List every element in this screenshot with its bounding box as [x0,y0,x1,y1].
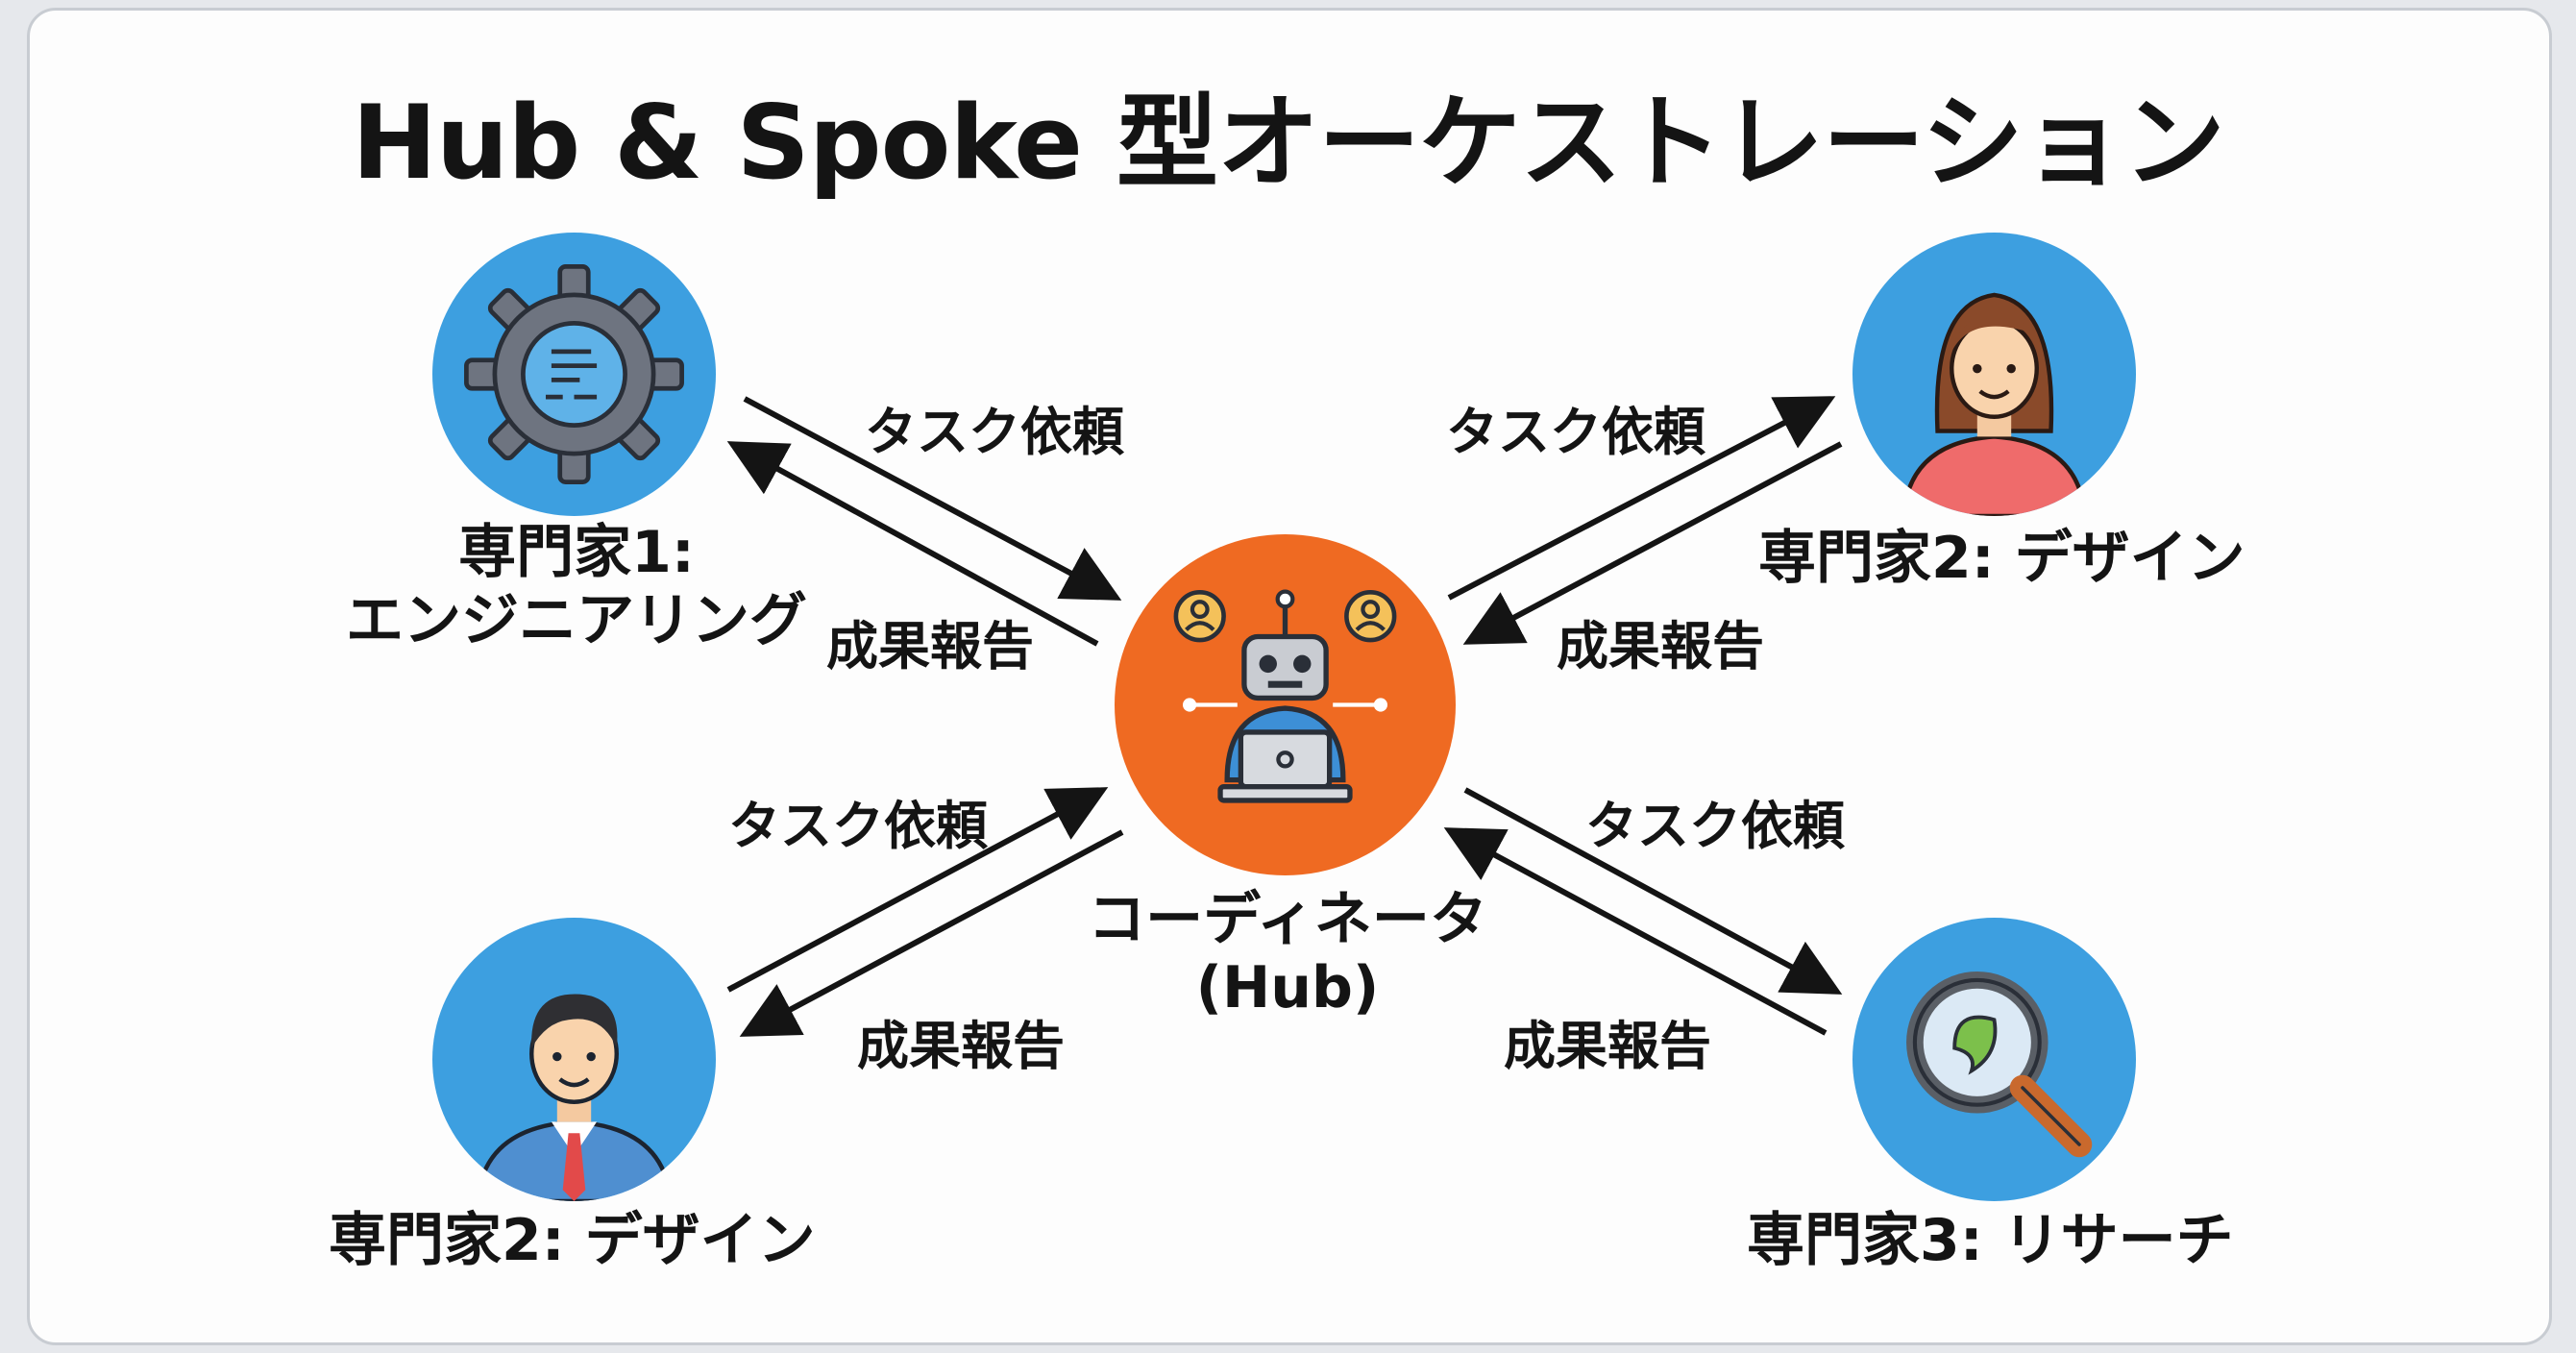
gear-icon [464,264,684,484]
spoke-design-bottom [432,918,716,1201]
spoke-label-design-bottom: 専門家2: デザイン [329,1207,816,1274]
edge-label-report-top-right: 成果報告 [1557,616,1764,676]
robot-laptop-icon [1173,589,1397,803]
edge-label-request-bottom-left: タスク依頼 [728,796,988,856]
spoke-label-design-top: 専門家2: デザイン [1758,525,2245,592]
arrow-report-bottom-right [1443,827,1828,1036]
woman-avatar-icon [1901,292,2088,516]
arrow-request-bottom-left [726,787,1109,993]
magnifier-icon [1906,972,2093,1158]
user-badge-left-icon [1173,590,1226,643]
arrow-request-top-right [1447,396,1836,601]
businessman-avatar-icon [475,994,674,1201]
arrow-request-top-left [743,396,1122,601]
spoke-label-engineering-line2: エンジニアリング [346,586,807,654]
edge-label-report-bottom-left: 成果報告 [857,1016,1065,1076]
hub-coordinator [1115,534,1456,875]
edge-label-request-top-left: タスク依頼 [865,402,1124,462]
hub-label-name: コーディネータ [1088,886,1487,953]
arrow-report-bottom-left [739,829,1124,1037]
edge-label-request-top-right: タスク依頼 [1446,402,1705,462]
spoke-engineering [432,233,716,516]
hub-label-sub: (Hub) [1195,953,1380,1021]
spoke-design-top [1852,233,2136,516]
hub-label: コーディネータ (Hub) [999,886,1576,1022]
spoke-label-research: 専門家3: リサーチ [1747,1207,2234,1274]
user-badge-right-icon [1344,590,1397,643]
arrow-report-top-left [726,441,1099,647]
arrow-report-top-right [1462,441,1843,645]
arrow-request-bottom-right [1463,787,1843,995]
edge-label-request-bottom-right: タスク依頼 [1585,796,1845,856]
edge-label-report-bottom-right: 成果報告 [1504,1016,1711,1076]
page-title: Hub & Spoke 型オーケストレーション [352,84,2225,202]
spoke-label-engineering: 専門家1: エンジニアリング [327,519,826,655]
spoke-research [1852,918,2136,1201]
spoke-label-engineering-line1: 専門家1: [458,519,695,586]
edge-label-report-top-left: 成果報告 [826,616,1034,676]
